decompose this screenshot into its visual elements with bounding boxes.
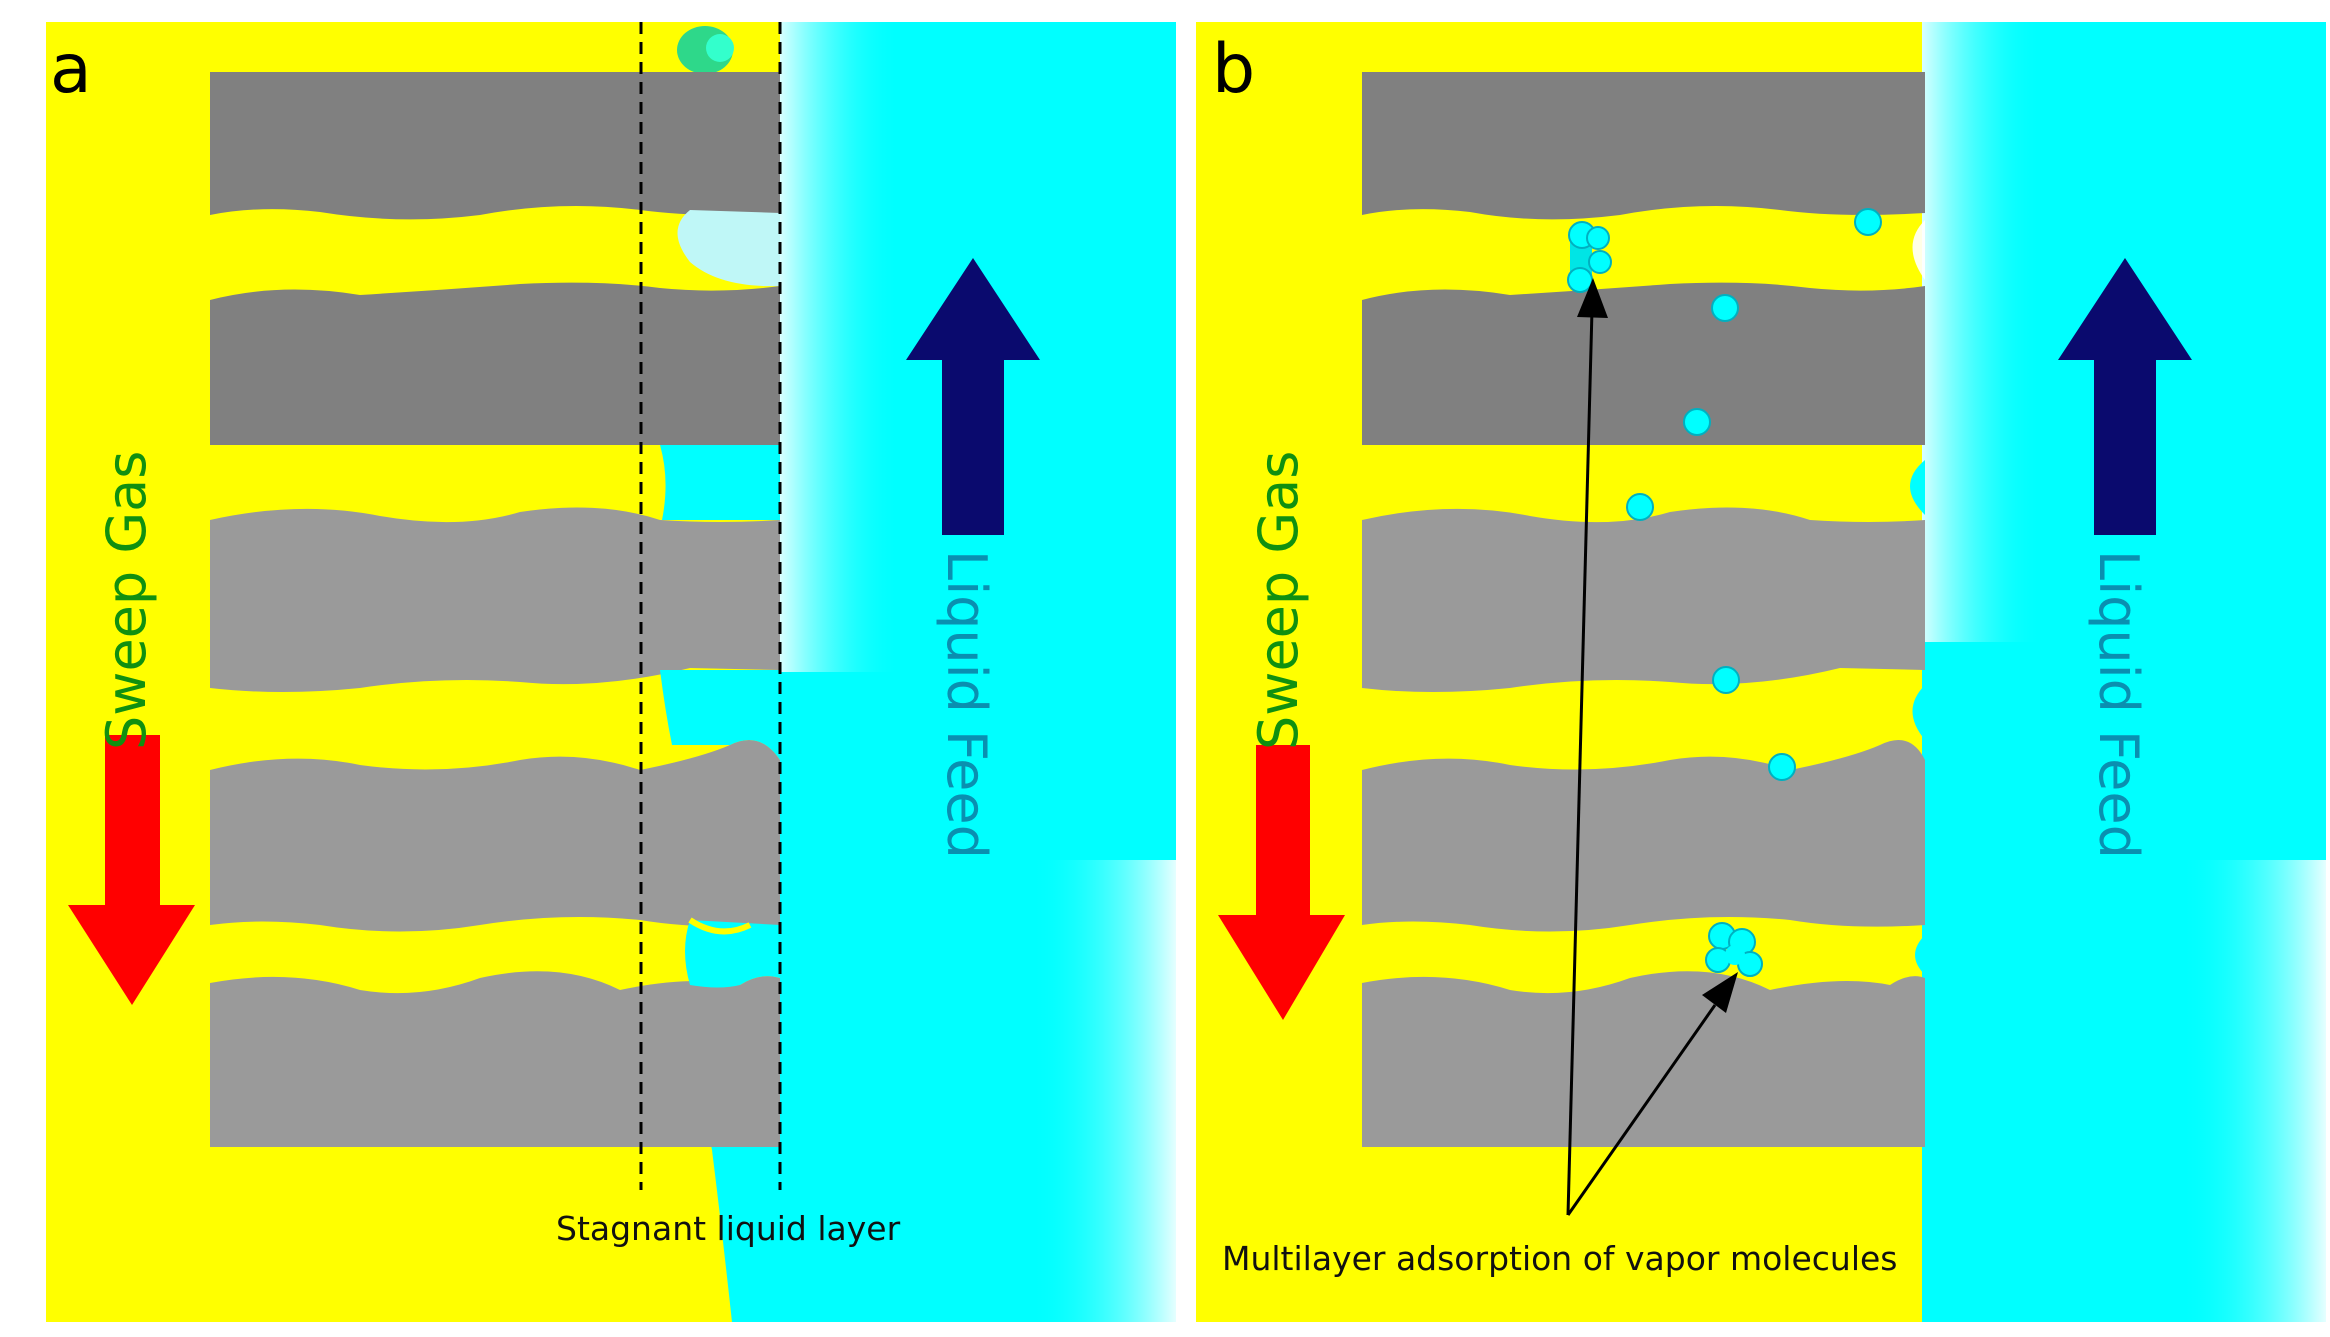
panel-b-annotation: Multilayer adsorption of vapor molecules bbox=[1222, 1239, 1898, 1278]
panel-b-pore-meniscus bbox=[1912, 685, 1925, 740]
panel-b-vapor-droplet bbox=[1626, 493, 1654, 521]
panel-b-sweep-gas-label: Sweep Gas bbox=[1247, 451, 1310, 750]
panel-b-membrane-slab bbox=[1362, 740, 1925, 932]
panel-b-vapor-droplet bbox=[1683, 408, 1711, 436]
panel-a-liquid-meniscus bbox=[677, 210, 780, 287]
panel-b-membrane-slab bbox=[1362, 971, 1925, 1147]
panel-b-label: b bbox=[1212, 30, 1255, 109]
panel-a-liquid-meniscus bbox=[660, 670, 780, 760]
panel-a-liquid-meniscus bbox=[685, 920, 780, 988]
panel-b-droplet-cluster-lower bbox=[1705, 922, 1763, 977]
panel-b-membrane-slab bbox=[1362, 507, 1925, 692]
panel-a-liquid-meniscus bbox=[660, 445, 780, 520]
panel-b-vapor-droplet bbox=[1712, 666, 1740, 694]
panel-a-sweep-gas-label: Sweep Gas bbox=[95, 451, 158, 750]
panel-b-membrane-slab bbox=[1362, 282, 1925, 445]
panel-b: b Sweep Gas Liquid Feed Multilayer adsor… bbox=[1196, 22, 2326, 1322]
panel-a-membrane-slab bbox=[210, 507, 780, 692]
panel-b-liquid-feed-label: Liquid Feed bbox=[2087, 550, 2150, 859]
panel-b-vapor-droplet bbox=[1711, 294, 1739, 322]
panel-a-sweep-gas-arrow bbox=[68, 735, 195, 1005]
panel-b-liquid-feed-arrow bbox=[2058, 258, 2192, 535]
panel-a-liquid-feed-label: Liquid Feed bbox=[935, 550, 998, 859]
panel-a: a Sweep Gas Liquid Feed Stagnant liquid … bbox=[46, 22, 1176, 1322]
panel-b-pointer-head-lower bbox=[1702, 972, 1738, 1013]
panel-b-pore-meniscus bbox=[1915, 935, 1925, 975]
panel-b-pointer-line-upper bbox=[1566, 309, 1594, 1216]
panel-a-membrane-slab bbox=[210, 740, 780, 932]
panel-b-pore-meniscus bbox=[1910, 460, 1925, 515]
panel-b-membrane-slab bbox=[1362, 72, 1925, 220]
panel-b-vapor-droplet bbox=[1768, 753, 1796, 781]
panel-a-annotation: Stagnant liquid layer bbox=[556, 1209, 901, 1248]
panel-b-pointer-head-upper bbox=[1577, 278, 1608, 318]
panel-a-membrane-slab bbox=[210, 971, 780, 1147]
panel-b-sweep-gas-arrow bbox=[1218, 745, 1345, 1020]
panel-b-pointer-line-lower bbox=[1566, 1004, 1717, 1216]
panel-a-membrane-slab bbox=[210, 72, 780, 220]
panel-a-label: a bbox=[50, 30, 92, 109]
panel-b-droplet-cluster-upper bbox=[1567, 221, 1612, 293]
panel-a-membrane-slab bbox=[210, 282, 780, 445]
panel-a-liquid-feed-arrow bbox=[906, 258, 1040, 535]
panel-b-vapor-droplet bbox=[1854, 208, 1882, 236]
